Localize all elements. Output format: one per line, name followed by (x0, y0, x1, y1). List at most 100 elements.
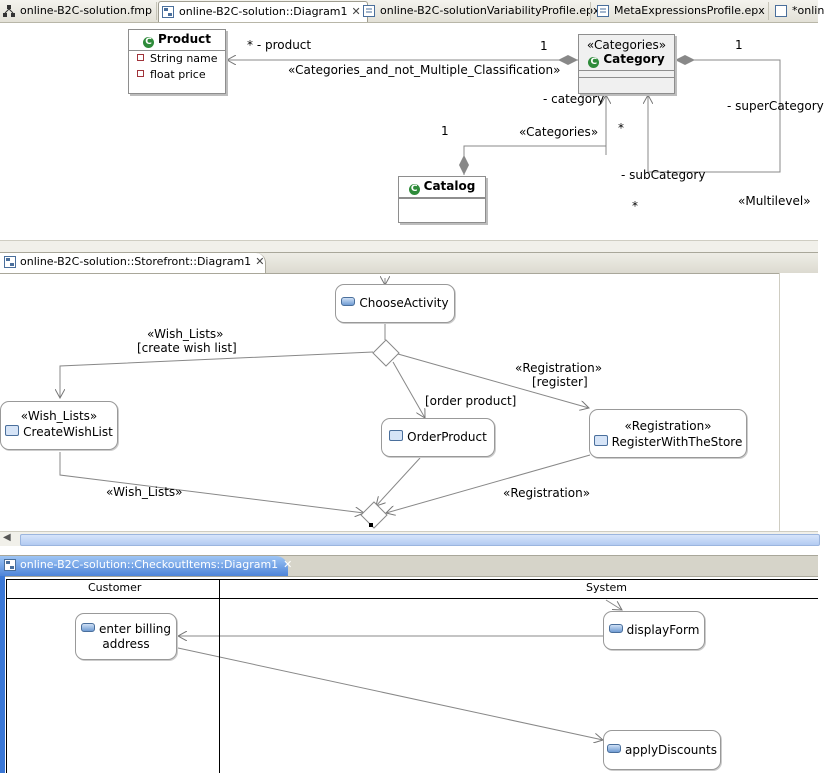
edge-wish-merge[interactable] (59, 452, 364, 513)
scroll-thumb[interactable] (20, 534, 820, 546)
horizontal-scrollbar[interactable]: ◀ (0, 531, 820, 546)
attribute-compartment (399, 198, 485, 207)
node-label: CreateWishList (23, 425, 113, 439)
edge-order[interactable] (392, 361, 425, 418)
profile-icon (363, 5, 375, 17)
attribute-row[interactable]: float price (129, 67, 225, 83)
attribute-text: float price (150, 68, 206, 81)
call-behavior-icon (5, 425, 20, 436)
decision-node[interactable] (372, 339, 400, 367)
close-icon[interactable]: ✕ (283, 558, 293, 571)
attribute-icon (137, 54, 144, 61)
edge-label: «Wish_Lists» (147, 327, 224, 341)
edge-label: [create wish list] (137, 341, 237, 355)
node-label: OrderProduct (407, 430, 487, 444)
edge-register[interactable] (397, 353, 589, 408)
merge-node[interactable] (360, 501, 388, 529)
edge-label: «Wish_Lists» (106, 485, 183, 499)
tab-label: MetaExpressionsProfile.epx (614, 4, 765, 17)
stereotype-label: «Multilevel» (738, 194, 811, 208)
tab-label: online-B2C-solution.fmp (20, 4, 152, 17)
class-icon: C (408, 184, 420, 195)
close-icon[interactable]: ✕ (255, 255, 265, 268)
tab-variability-profile[interactable]: online-B2C-solutionVariabilityProfile.ep… (360, 1, 606, 21)
tab-truncated[interactable]: *onlin (772, 1, 838, 21)
node-label: enter billing (99, 622, 171, 636)
attribute-icon (137, 70, 144, 77)
assoc-catalog-line[interactable] (463, 145, 606, 175)
tab-diagram1[interactable]: online-B2C-solution::Diagram1✕ (158, 1, 368, 22)
editor-tab-bar: online-B2C-solution.fmp online-B2C-solut… (0, 0, 824, 23)
stereotype-label: «Categories» (519, 125, 599, 139)
action-icon (608, 624, 623, 633)
action-icon (607, 744, 622, 753)
stereotype-label: «Wish_Lists» (20, 409, 98, 423)
feature-model-icon (3, 5, 15, 17)
lane-customer[interactable]: Customer (88, 581, 142, 594)
class-icon: C (143, 37, 155, 48)
action-apply-discounts[interactable]: applyDiscounts (603, 730, 721, 770)
role-label: - category (543, 92, 605, 106)
lane-system[interactable]: System (586, 581, 628, 594)
tab-label: online-B2C-solution::Storefront::Diagram… (20, 255, 252, 268)
tab-label: online-B2C-solution::Diagram1 (179, 5, 348, 18)
action-icon (81, 623, 95, 632)
class-name: Catalog (423, 179, 476, 193)
swimlane-divider (219, 579, 220, 773)
action-register-with-store[interactable]: «Registration» RegisterWithTheStore (589, 409, 747, 458)
scroll-left-icon[interactable]: ◀ (3, 532, 11, 543)
action-create-wish-list[interactable]: «Wish_Lists» CreateWishList (0, 401, 118, 450)
close-icon[interactable]: ✕ (351, 5, 361, 18)
assoc-supercategory-line[interactable] (648, 59, 781, 173)
swimlane-header (6, 579, 818, 599)
edge-label: «Registration» (515, 361, 603, 375)
aggregation-diamond (675, 55, 695, 65)
edge-register-merge[interactable] (386, 454, 591, 513)
attribute-row[interactable]: String name (129, 51, 225, 67)
edge-into-display (605, 599, 622, 610)
multiplicity-label: 1 (540, 39, 548, 53)
node-label: displayForm (626, 623, 700, 637)
tab-label: *onlin (792, 4, 825, 17)
multiplicity-label: * (632, 199, 638, 213)
diagram-icon (4, 559, 16, 571)
tab-storefront[interactable]: online-B2C-solution::Storefront::Diagram… (0, 253, 266, 273)
edge-wish[interactable] (60, 351, 374, 398)
tab-meta-expressions[interactable]: MetaExpressionsProfile.epx (594, 1, 782, 21)
tab-fmp[interactable]: online-B2C-solution.fmp (0, 1, 172, 21)
multiplicity-label: 1 (735, 38, 743, 52)
diagram-connectors (0, 55, 781, 773)
action-enter-billing-address[interactable]: enter billing address (75, 613, 177, 660)
diagram-icon (4, 256, 16, 268)
action-choose-activity[interactable]: ChooseActivity (335, 284, 455, 323)
role-label: - superCategory (727, 99, 824, 113)
vertical-scroll-area (779, 273, 819, 531)
checkout-pane-header: online-B2C-solution::CheckoutItems::Diag… (0, 555, 818, 577)
edge-label: [order product] (425, 394, 517, 408)
storefront-pane-header: online-B2C-solution::Storefront::Diagram… (0, 252, 818, 274)
diagram-icon (162, 6, 174, 18)
profile-icon (597, 5, 609, 17)
selection-handle (369, 523, 373, 527)
tab-checkout[interactable]: online-B2C-solution::CheckoutItems::Diag… (0, 556, 292, 576)
edge-label: [register] (532, 375, 588, 389)
action-order-product[interactable]: OrderProduct (381, 418, 495, 457)
role-label: - subCategory (621, 168, 706, 182)
edge-label: «Registration» (503, 486, 591, 500)
class-name: Product (158, 32, 211, 46)
horizontal-scrollbar[interactable] (0, 240, 818, 253)
attribute-compartment (579, 71, 674, 78)
edge-order-merge[interactable] (376, 457, 421, 506)
aggregation-diamond (558, 55, 578, 65)
node-label: RegisterWithTheStore (611, 435, 743, 449)
swimlane-border (6, 579, 7, 773)
pane-focus-border (0, 576, 5, 773)
attribute-text: String name (150, 52, 218, 65)
class-icon: C (588, 57, 600, 68)
edge-billing-discounts[interactable] (177, 647, 603, 740)
action-display-form[interactable]: displayForm (603, 611, 705, 650)
tab-label: online-B2C-solutionVariabilityProfile.ep… (380, 4, 600, 17)
